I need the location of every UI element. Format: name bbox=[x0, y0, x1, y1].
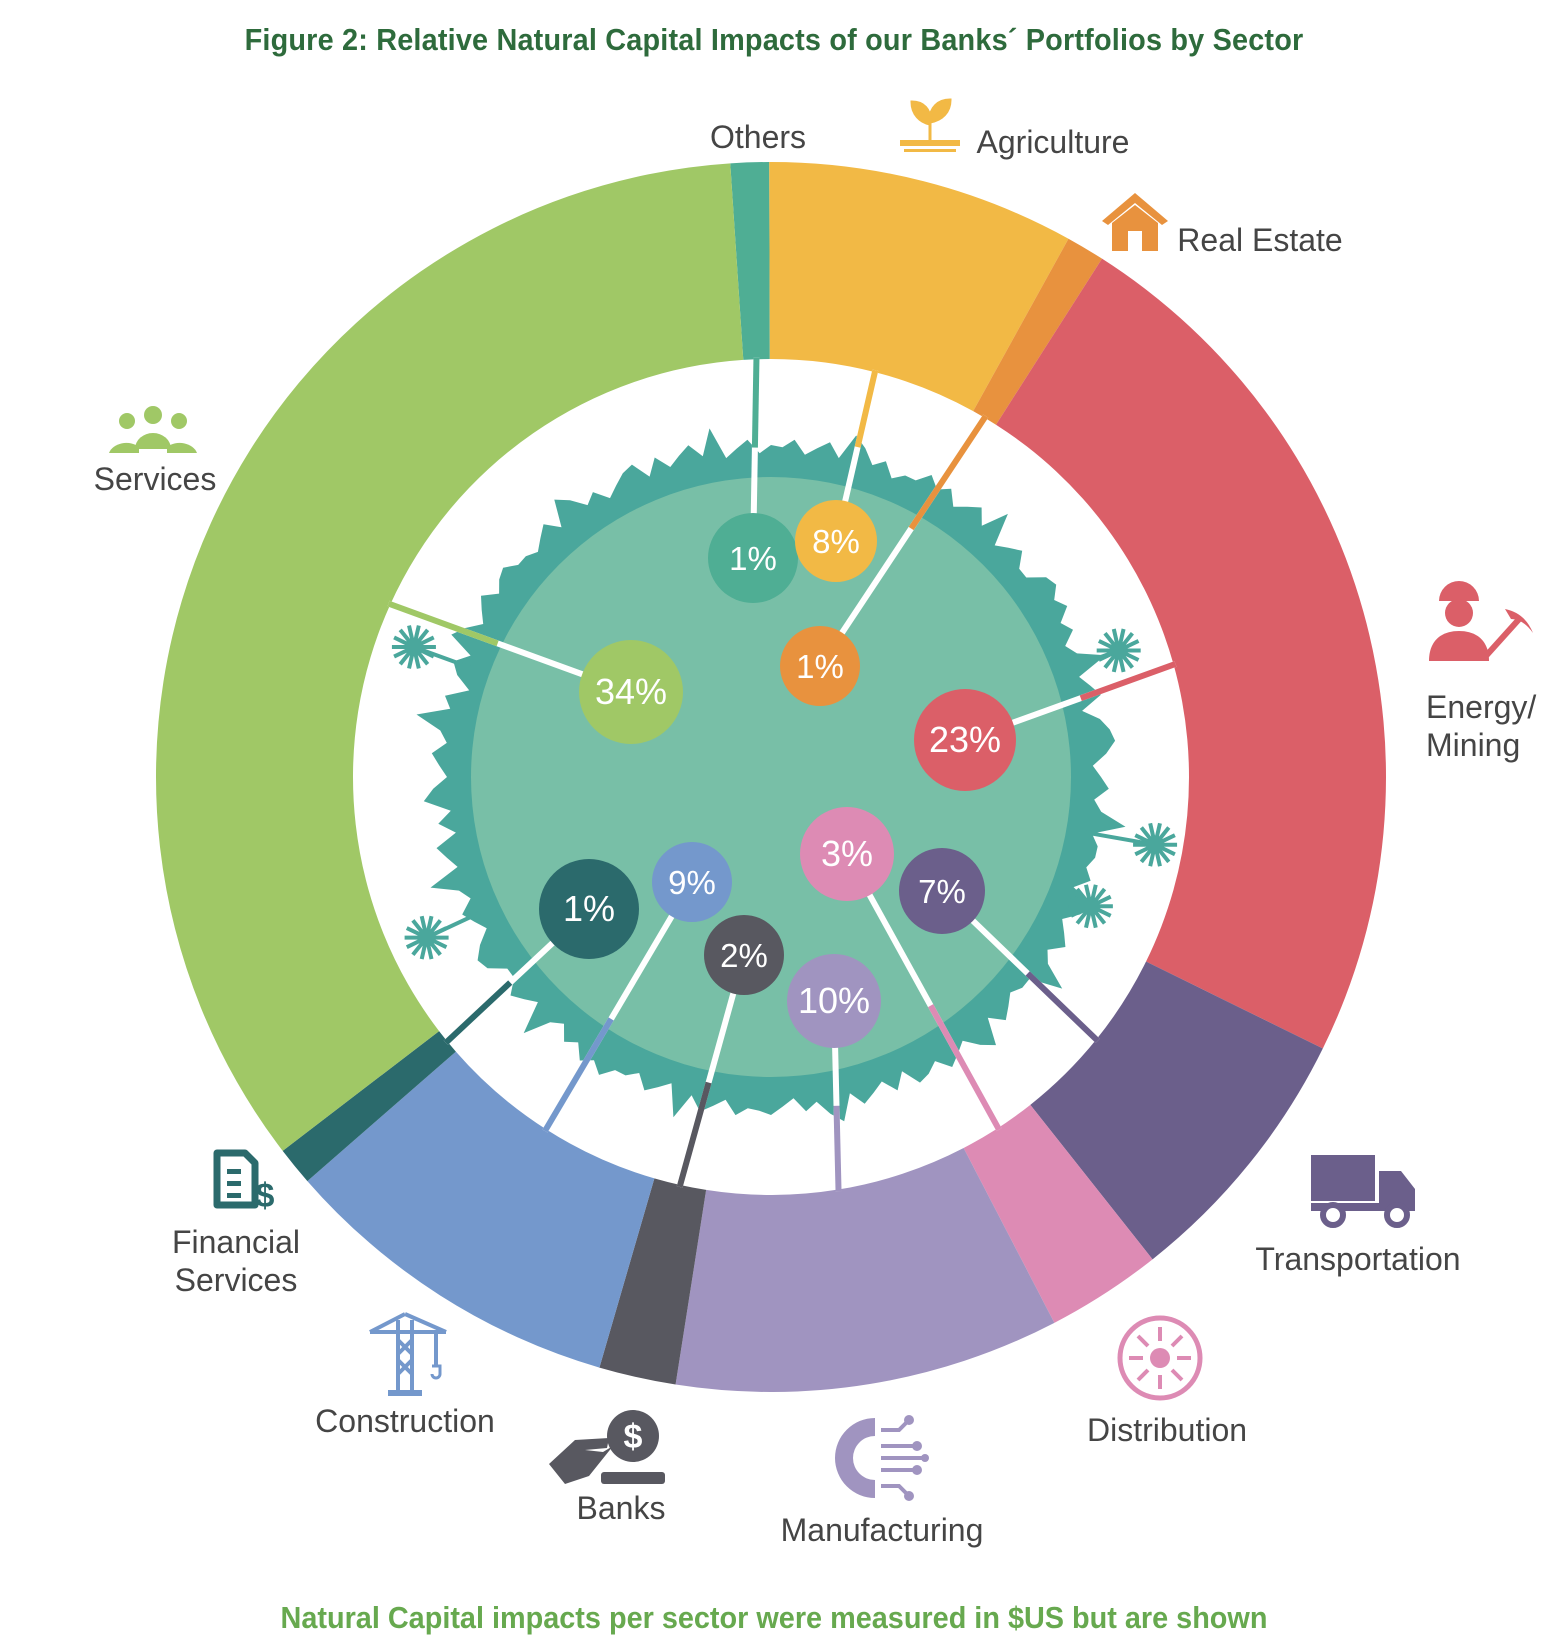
chart-title: Figure 2: Relative Natural Capital Impac… bbox=[244, 22, 1304, 57]
palm-tree-leaves bbox=[1133, 822, 1178, 867]
label-manufacturing: Manufacturing bbox=[780, 1512, 984, 1548]
value-bubble-8 bbox=[652, 842, 732, 922]
donut-segment-0 bbox=[730, 162, 770, 360]
svg-text:$: $ bbox=[256, 1177, 275, 1211]
palm-tree-leaves bbox=[404, 915, 449, 960]
value-label-8: 9% bbox=[668, 864, 716, 901]
value-bubble-2 bbox=[780, 626, 860, 706]
value-bubble-10 bbox=[579, 640, 683, 744]
chart-footer-note: Natural Capital impacts per sector were … bbox=[280, 1600, 1268, 1635]
palm-tree-trunk bbox=[1085, 830, 1156, 847]
label-agriculture: Agriculture bbox=[976, 124, 1130, 160]
donut-segment-10 bbox=[156, 163, 744, 1151]
miner-icon bbox=[1429, 581, 1533, 661]
leader-line-colored-10 bbox=[387, 600, 499, 647]
value-label-4: 7% bbox=[918, 873, 966, 910]
people-group-icon bbox=[109, 406, 197, 453]
value-bubble-3 bbox=[914, 689, 1016, 791]
sprout-icon bbox=[900, 98, 960, 152]
label-transportation: Transportation bbox=[1255, 1241, 1461, 1277]
hand-coin-icon: $ bbox=[549, 1410, 665, 1484]
donut-segment-2 bbox=[973, 238, 1103, 425]
value-bubble-4 bbox=[899, 848, 985, 934]
leader-line-colored-4 bbox=[1025, 971, 1100, 1044]
value-bubble-9 bbox=[539, 859, 639, 959]
leader-line-colored-7 bbox=[676, 1081, 712, 1188]
donut-segment-3 bbox=[995, 258, 1387, 1049]
invoice-dollar-icon: $ bbox=[213, 1149, 275, 1211]
label-others: Others bbox=[709, 119, 807, 155]
value-label-10: 34% bbox=[595, 671, 667, 712]
label-banks: Banks bbox=[576, 1490, 666, 1526]
truck-icon bbox=[1311, 1155, 1415, 1228]
leader-line-colored-8 bbox=[542, 1017, 614, 1133]
value-bubble-1 bbox=[795, 500, 877, 582]
palm-tree-leaves bbox=[1068, 884, 1113, 929]
donut-segment-6 bbox=[675, 1147, 1055, 1392]
value-label-1: 8% bbox=[812, 523, 860, 560]
donut-segment-4 bbox=[1030, 961, 1323, 1260]
value-label-6: 10% bbox=[798, 980, 870, 1021]
label-real-estate: Real Estate bbox=[1177, 222, 1343, 258]
distribution-icon bbox=[1117, 1315, 1203, 1401]
palm-tree-leaves bbox=[391, 625, 436, 669]
crane-icon bbox=[369, 1312, 447, 1396]
label-energy-mining: Energy/ Mining bbox=[1426, 689, 1537, 763]
svg-text:$: $ bbox=[624, 1418, 643, 1456]
value-label-3: 23% bbox=[929, 719, 1001, 760]
value-label-2: 1% bbox=[796, 648, 844, 685]
palm-tree-leaves bbox=[1096, 628, 1141, 673]
value-bubble-5 bbox=[800, 807, 894, 901]
leader-line-colored-5 bbox=[928, 1004, 1002, 1132]
label-financial-services: Financial Services bbox=[171, 1224, 301, 1298]
label-services: Services bbox=[93, 461, 217, 497]
value-bubble-0 bbox=[708, 513, 798, 603]
leader-line-colored-6 bbox=[833, 1105, 842, 1192]
donut-segment-7 bbox=[599, 1178, 707, 1385]
label-distribution: Distribution bbox=[1086, 1412, 1248, 1448]
leader-line-colored-2 bbox=[908, 414, 989, 531]
value-label-5: 3% bbox=[821, 833, 873, 874]
donut-segment-9 bbox=[282, 1031, 456, 1182]
label-construction: Construction bbox=[315, 1403, 495, 1439]
house-icon bbox=[1102, 193, 1168, 251]
leader-line-colored-1 bbox=[854, 369, 879, 448]
donut-segment-8 bbox=[307, 1051, 655, 1368]
leader-line-colored-3 bbox=[1079, 661, 1177, 701]
value-label-7: 2% bbox=[720, 937, 768, 974]
value-bubble-7 bbox=[704, 915, 784, 995]
value-bubble-6 bbox=[787, 954, 881, 1048]
leader-line-colored-0 bbox=[751, 357, 760, 448]
donut-segment-5 bbox=[963, 1104, 1153, 1323]
donut-segment-1 bbox=[769, 162, 1069, 412]
leader-line-colored-9 bbox=[443, 980, 513, 1045]
value-label-9: 1% bbox=[563, 888, 615, 929]
gear-circuit-icon bbox=[835, 1415, 929, 1501]
value-label-0: 1% bbox=[729, 540, 777, 577]
